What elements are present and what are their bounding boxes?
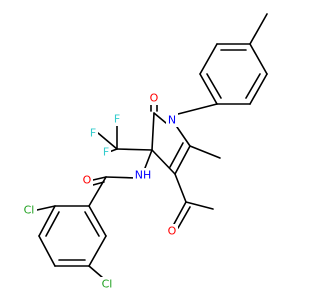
acetyl-bond (185, 201, 214, 210)
ring-bond (176, 126, 191, 147)
atom-label-n-ring: N (168, 114, 176, 127)
cf3-bond (116, 148, 153, 151)
acetyl-bond (177, 206, 191, 229)
methyl-bond (249, 13, 268, 45)
atom-label-f-left: F (90, 127, 96, 140)
atom-label-o-amide: O (83, 174, 92, 187)
cf-bond (97, 132, 118, 150)
atom-o-acetyl: O (166, 224, 178, 238)
amide-bond (88, 176, 107, 207)
atom-cl-para: Cl (99, 277, 115, 291)
acetyl-bond (173, 201, 187, 225)
aryl-ring-inner-bond (84, 211, 100, 237)
tolyl-ring-inner-bond (245, 73, 261, 99)
acetyl-bond (174, 173, 187, 203)
ring-bond-double (169, 142, 184, 168)
atom-f-top: F (112, 112, 122, 126)
tolyl-ring-bond (249, 73, 268, 105)
atom-nh-amide: NH (133, 168, 153, 182)
atom-cl-ortho: Cl (21, 203, 37, 217)
atom-label-layer: O N F F F NH O O (21, 91, 178, 291)
ring-bond (151, 149, 176, 175)
atom-f-bottom: F (101, 145, 111, 159)
atom-n-ring: N (166, 113, 178, 127)
atom-label-cl-ortho: Cl (24, 204, 35, 217)
molecule-structure-diagram: O N F F F NH O O (21, 13, 268, 291)
atom-label-f-bottom: F (103, 146, 109, 159)
atom-label-o-acetyl: O (168, 225, 177, 238)
atom-label-o-lactam: O (150, 92, 159, 105)
c-cl-bond (88, 265, 104, 279)
tolyl-ring-inner-bond (206, 73, 222, 99)
amide-bond (144, 149, 153, 169)
tolyl-ring-bond (249, 43, 268, 75)
tolyl-ring-bond (199, 73, 218, 105)
atom-label-f-top: F (114, 113, 120, 126)
amide-carbonyl-bond (92, 176, 107, 181)
n-aryl-bond (177, 103, 218, 115)
ring-bond (174, 145, 191, 175)
atom-f-left: F (88, 126, 98, 140)
amide-bond (105, 176, 137, 179)
atom-o-lactam: O (148, 91, 160, 105)
methyl-bond (189, 145, 221, 159)
atom-label-cl-para: Cl (102, 278, 113, 291)
aryl-ring-bond (38, 235, 56, 267)
aryl-ring-inner-bond (45, 211, 60, 237)
ring-bond (151, 112, 155, 151)
tolyl-ring-bond (199, 43, 218, 75)
ring-bond (153, 112, 167, 124)
aryl-ring-bond (88, 235, 107, 267)
bond-layer (36, 13, 268, 279)
aryl-ring-bond (38, 205, 56, 237)
atom-label-nh-amide: NH (135, 169, 152, 182)
aryl-ring-bond (88, 205, 107, 237)
atom-o-amide: O (81, 173, 93, 187)
c-cl-bond (36, 205, 56, 211)
